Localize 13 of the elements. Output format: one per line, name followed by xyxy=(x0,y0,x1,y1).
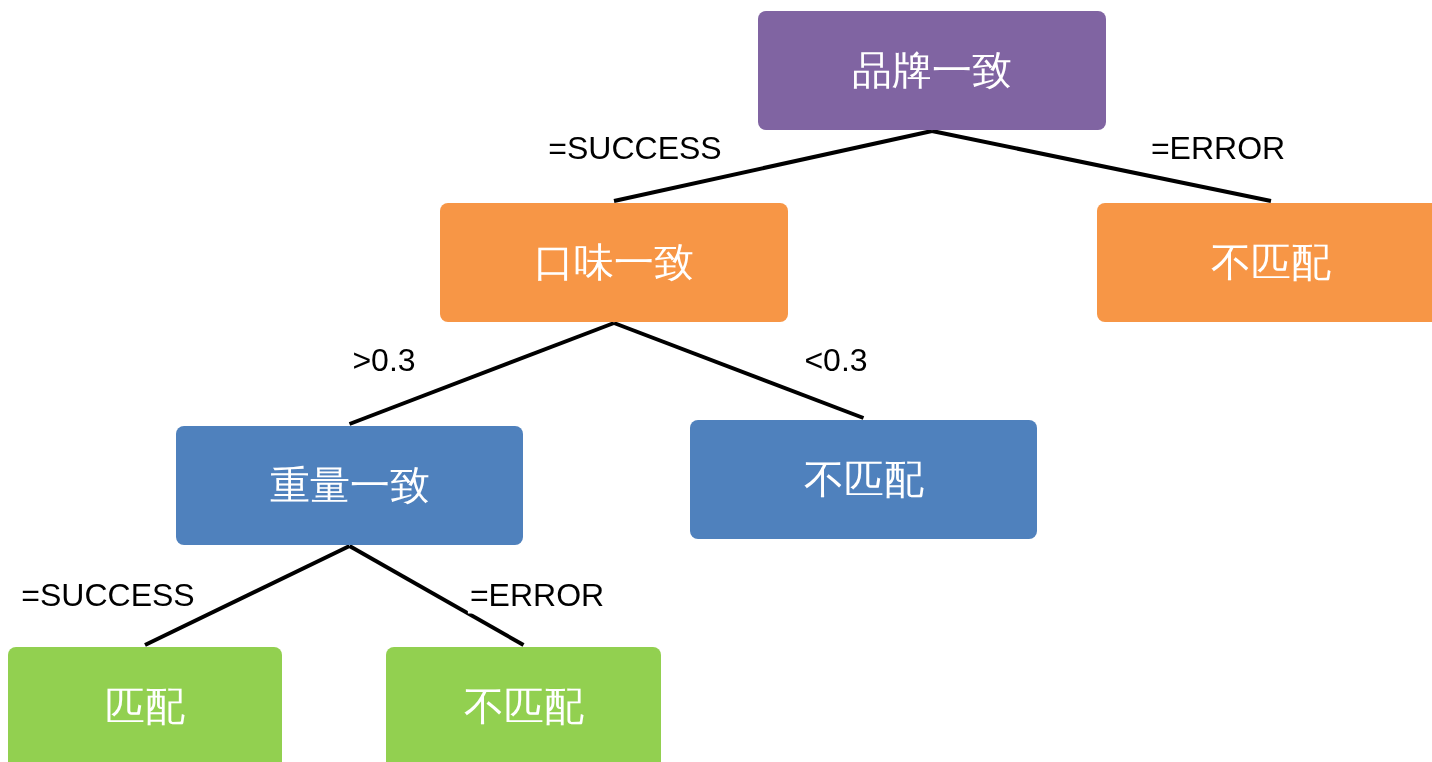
result-box: 不匹配 xyxy=(690,420,1037,539)
connector-line xyxy=(613,321,865,420)
connector-line xyxy=(931,129,1272,203)
decision-box: 口味一致 xyxy=(440,203,788,322)
connector-line xyxy=(348,544,525,647)
connector-line xyxy=(144,544,351,647)
decision-box: 品牌一致 xyxy=(758,11,1106,130)
decision-box: 重量一致 xyxy=(176,426,523,545)
connector-line xyxy=(613,129,933,203)
result-box: 不匹配 xyxy=(386,647,661,762)
result-box: 不匹配 xyxy=(1097,203,1432,322)
result-box: 匹配 xyxy=(8,647,282,762)
connector-line xyxy=(348,321,615,426)
